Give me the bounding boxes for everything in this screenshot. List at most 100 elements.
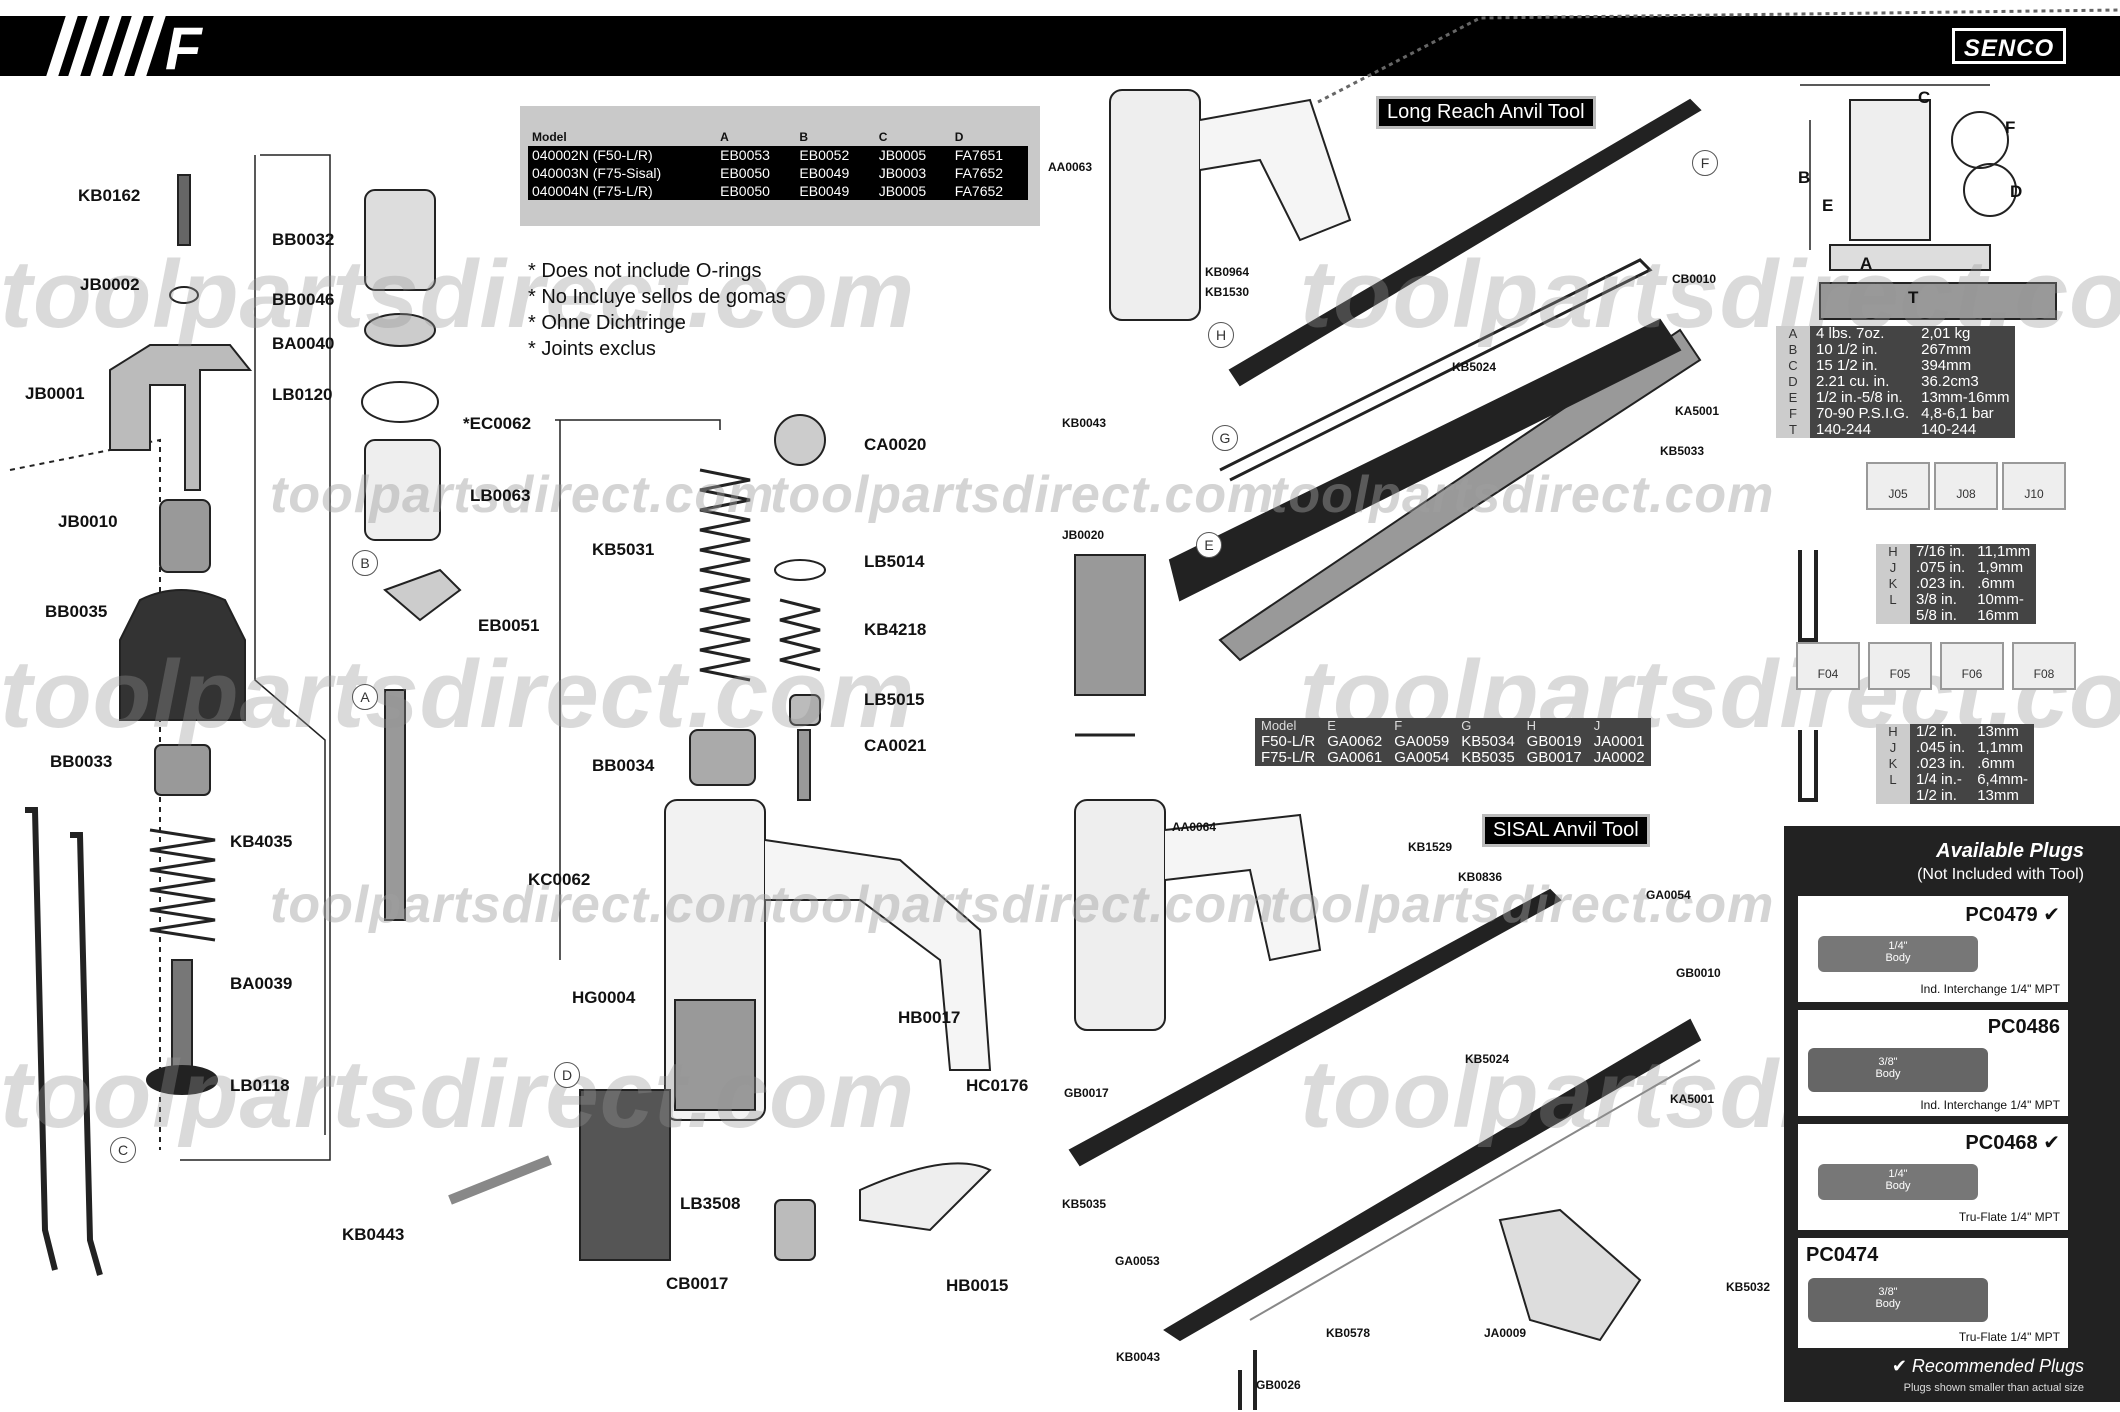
watermark: toolpartsdirect.com [270, 466, 775, 524]
table-cell: FA7652 [950, 182, 1028, 200]
plug-body: 3/8" Body [1875, 1056, 1901, 1080]
part-label: CB0010 [1672, 272, 1717, 286]
table-header: J [1593, 718, 1601, 733]
callout-f: F [1692, 150, 1718, 176]
part-label: KB5031 [592, 540, 655, 559]
table-cell: GB0019 [1526, 733, 1582, 750]
callout-g: G [1212, 425, 1238, 451]
spec-imperial: .023 in. [1916, 755, 1966, 772]
table-cell: EB0050 [716, 164, 796, 182]
header-bar: F SENCO [0, 15, 2120, 82]
spec-metric: 140-244 [1921, 421, 1977, 438]
table-cell: EB0052 [795, 146, 875, 164]
spec-metric: 1,1mm [1977, 739, 2024, 756]
callout-a: A [352, 684, 378, 710]
dim-label: E [1822, 196, 1834, 215]
table-row: J.045 in.1,1mm [1876, 740, 2034, 756]
table-cell: 040004N (F75-L/R) [528, 182, 717, 200]
note-line: * Joints exclus [528, 338, 656, 360]
staple-gauge: F06 [1940, 642, 2004, 690]
part-label: BB0032 [272, 230, 335, 249]
spec-letter: A [1776, 326, 1810, 342]
part-label: KB0443 [342, 1225, 405, 1244]
plug-card: PC0468 ✔ 1/4" Body Tru-Flate 1/4" MPT [1798, 1124, 2068, 1230]
part-label: KB5024 [1452, 360, 1497, 374]
table-cell: GB0017 [1526, 749, 1582, 766]
spec-metric: 16mm [1977, 607, 2019, 624]
part-label: GB0017 [1064, 1086, 1109, 1100]
part-label: LB0120 [272, 385, 333, 404]
dim-label: A [1860, 254, 1873, 273]
note-line: * No Incluye sellos de gomas [528, 286, 786, 308]
table-header: Model [532, 130, 567, 144]
spec-imperial: .075 in. [1916, 559, 1966, 576]
plug-body: 1/4" Body [1885, 1168, 1911, 1192]
spec-imperial: 3/8 in. [1916, 591, 1957, 608]
part-label: KB0043 [1062, 416, 1107, 430]
spec-metric: 13mm [1977, 787, 2019, 804]
part-label: CB0017 [666, 1274, 729, 1293]
plug-desc: Tru-Flate 1/4" MPT [1958, 1210, 2060, 1224]
part-label: BB0046 [272, 290, 335, 309]
table-cell: JB0005 [874, 146, 951, 164]
spec-imperial: 7/16 in. [1916, 543, 1966, 560]
part-label: KB5035 [1062, 1197, 1107, 1211]
plugs-footnote: Plugs shown smaller than actual size [1903, 1382, 2084, 1394]
dim-label: B [1798, 168, 1811, 187]
spec-metric: 394mm [1921, 357, 1972, 374]
spec-metric: .6mm [1977, 575, 2015, 592]
plug-shape [1818, 1164, 1978, 1200]
dim-label: D [2010, 182, 2023, 201]
table-row: 040004N (F75-L/R) EB0050 EB0049 JB0005 F… [528, 182, 1028, 200]
spec-imperial: 70-90 P.S.I.G. [1816, 405, 1910, 422]
sisal-title: SISAL Anvil Tool [1482, 814, 1650, 847]
spec-imperial: 1/2 in. [1916, 723, 1957, 740]
part-label: AA0064 [1172, 820, 1217, 834]
table-header: A [720, 130, 729, 144]
table-header: G [1461, 718, 1472, 733]
table-row: K.023 in..6mm [1876, 576, 2036, 592]
part-label: AA0063 [1048, 160, 1093, 174]
plug-desc: Tru-Flate 1/4" MPT [1958, 1330, 2060, 1344]
brand-logo: SENCO [1952, 28, 2066, 64]
part-label: BB0033 [50, 752, 113, 771]
plug-desc: Ind. Interchange 1/4" MPT [1920, 982, 2060, 996]
table-row: 5/8 in.16mm [1876, 608, 2036, 624]
part-label: KB0162 [78, 186, 141, 205]
plug-shape [1808, 1278, 1988, 1322]
part-label: HB0015 [946, 1276, 1009, 1295]
plug-code: PC0479 ✔ [1965, 904, 2060, 926]
spec-metric: 36.2cm3 [1921, 373, 1979, 390]
callout-e: E [1196, 532, 1222, 558]
table-cell: KB5035 [1461, 749, 1515, 766]
watermark: toolpartsdirect.com [0, 641, 916, 748]
part-label: KC0062 [528, 870, 591, 889]
part-label: KB0043 [1116, 1350, 1161, 1364]
table-cell: FA7651 [950, 146, 1028, 164]
plug-body: 1/4" Body [1885, 940, 1911, 964]
part-label: HB0017 [898, 1008, 961, 1027]
plug-code: PC0474 [1806, 1244, 1879, 1266]
dim-label: F [2005, 118, 2016, 137]
note-line: * Ohne Dichtringe [528, 312, 686, 334]
part-label: KB4035 [230, 832, 293, 851]
part-label: LB5015 [864, 690, 925, 709]
part-label: HC0176 [966, 1076, 1029, 1095]
spec-metric: .6mm [1977, 755, 2015, 772]
staple-j-row: J05 J08 J10 [1866, 462, 2066, 512]
table-cell: JB0003 [874, 164, 951, 182]
table-cell: F50-L/R [1261, 733, 1316, 750]
table-row: 040003N (F75-Sisal) EB0050 EB0049 JB0003… [528, 164, 1028, 182]
part-label: LB0063 [470, 486, 531, 505]
spec-letter: T [1776, 422, 1810, 438]
part-label: BA0039 [230, 974, 293, 993]
watermark: toolpartsdirect.com [0, 1041, 916, 1148]
staple-gauge: J08 [1934, 462, 1998, 510]
spec-letter: E [1776, 390, 1810, 406]
spec-metric: 11,1mm [1977, 543, 2031, 560]
spec-letter: K [1876, 756, 1910, 772]
table-cell: EB0053 [716, 146, 796, 164]
